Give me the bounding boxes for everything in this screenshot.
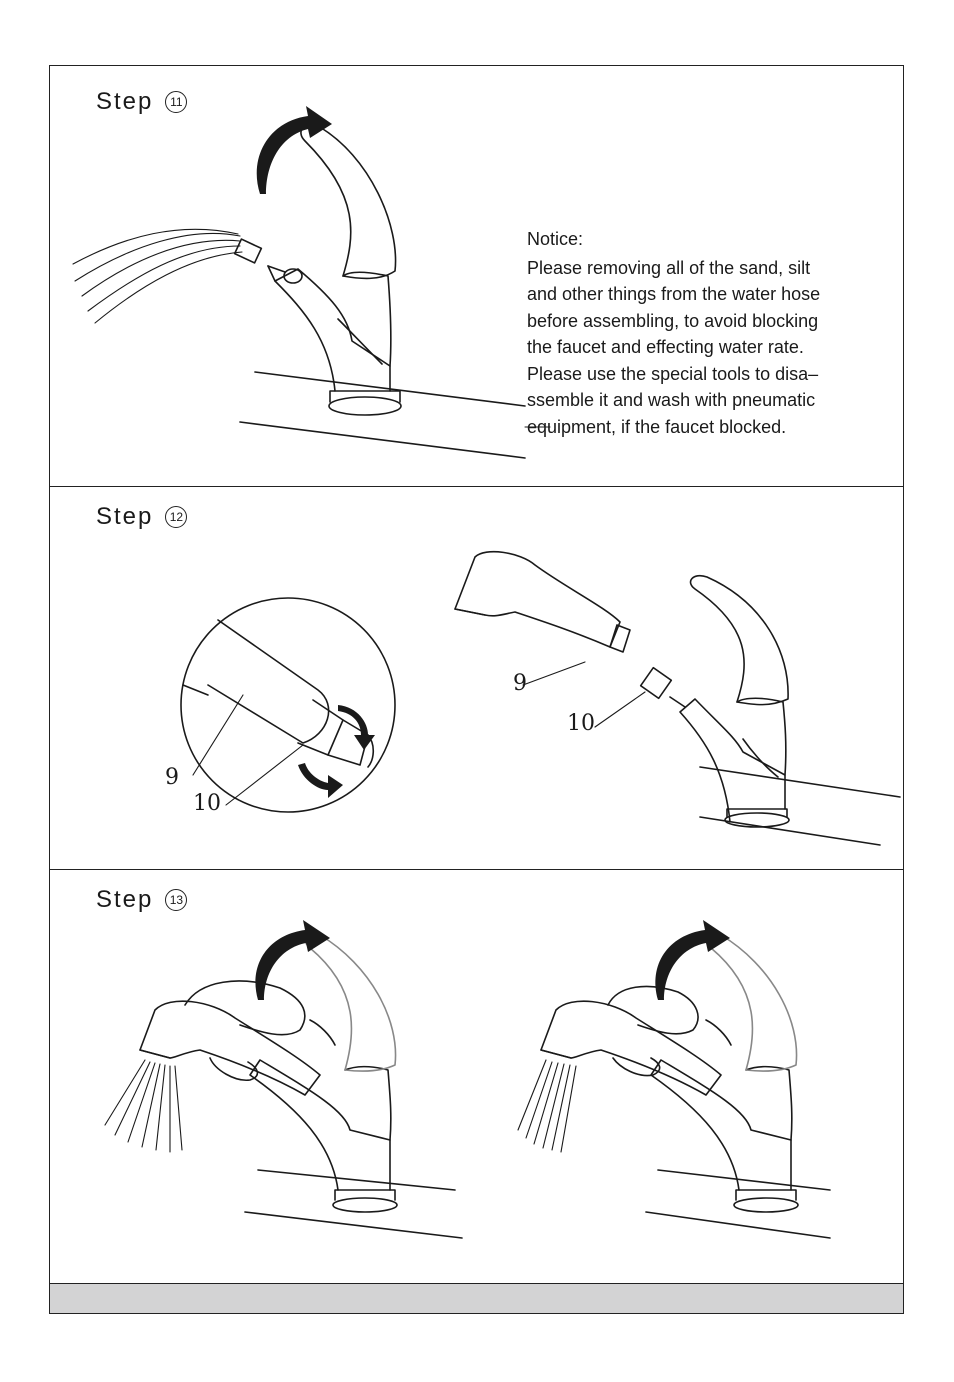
notice-line: Please use the special tools to disa–: [527, 363, 819, 384]
faucet-spray-left-illustration: [104, 920, 463, 1239]
footer-bar: [50, 1284, 903, 1313]
step-label: Step: [96, 88, 154, 115]
callout-main-hose: 9: [513, 671, 527, 696]
notice-line: Please removing all of the sand, silt: [527, 257, 811, 278]
faucet-spray-right-illustration: [517, 920, 831, 1239]
rotate-arrow-icon: [255, 920, 330, 1000]
step-13-title: Step 13: [96, 886, 188, 914]
notice-title: Notice:: [527, 229, 584, 249]
callout-main-connector: 10: [567, 711, 595, 736]
step-number: 12: [165, 506, 188, 528]
callout-detail-hose: 9: [165, 765, 179, 790]
rotate-arrow-icon: [256, 106, 332, 194]
notice-line: the faucet and effecting water rate.: [527, 337, 804, 357]
step-label: Step: [96, 503, 154, 530]
instruction-page: Step 11: [49, 65, 904, 1314]
rotate-arrow-icon: [655, 920, 730, 1000]
step-12-panel: Step 12 9 10: [50, 487, 903, 870]
notice-text: Notice: Please removing all of the sand,…: [527, 226, 887, 440]
step-13-panel: Step 13: [50, 870, 903, 1284]
notice-line: equipment, if the faucet blocked.: [527, 416, 787, 437]
step-12-title: Step 12: [96, 503, 188, 531]
step-label: Step: [96, 886, 154, 913]
faucet-with-spray-head-illustration: [454, 550, 901, 846]
step-number: 11: [165, 91, 188, 113]
notice-line: ssemble it and wash with pneumatic: [527, 390, 816, 410]
step-11-title: Step 11: [96, 88, 188, 116]
detail-view-illustration: [180, 597, 396, 813]
faucet-illustration: [72, 106, 551, 459]
notice-line: and other things from the water hose: [527, 284, 821, 304]
notice-line: before assembling, to avoid blocking: [527, 310, 819, 331]
step-number: 13: [165, 889, 188, 911]
callout-detail-connector: 10: [193, 791, 221, 816]
step-11-panel: Step 11: [50, 66, 903, 487]
